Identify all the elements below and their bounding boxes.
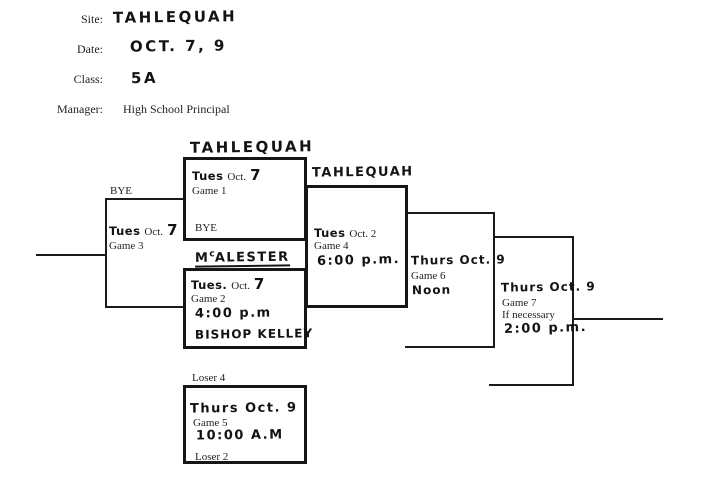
game1-name: Game 1 <box>192 185 227 197</box>
game2-daynum-handwritten: 7 <box>253 275 265 293</box>
game7-name: Game 7 <box>502 297 537 309</box>
date-label: Date: <box>77 42 103 56</box>
game6-top-line <box>407 212 495 214</box>
game4-day-handwritten: Tues <box>314 226 346 240</box>
game4-date-printed: Oct. 2 <box>349 228 377 240</box>
game1-month-printed: Oct. <box>227 171 247 183</box>
game5-loser2-label: Loser 2 <box>195 451 229 463</box>
game7-right-line <box>572 236 574 386</box>
class-label: Class: <box>73 72 103 86</box>
game2-box: Tues. Oct. 7 Game 2 4:00 p.m BISHOP KELL… <box>183 268 313 349</box>
game3-day-handwritten: Tues <box>109 224 141 238</box>
game7-if-necessary-note: If necessary <box>502 309 555 321</box>
game1-box: Tues Oct. 7 Game 1 BYE <box>183 157 307 241</box>
game2-month-printed: Oct. <box>231 280 250 292</box>
game3-winner-line <box>105 306 185 308</box>
game4-date-line: Tues Oct. 2 <box>314 224 376 242</box>
game2-team-handwritten: McALESTER <box>194 249 290 268</box>
game1-team-handwritten: TAHLEQUAH <box>189 137 315 157</box>
game1-bye-label: BYE <box>195 222 217 234</box>
game6-name: Game 6 <box>411 270 446 282</box>
bye-line <box>105 198 185 200</box>
game3-name: Game 3 <box>109 240 144 252</box>
game2-day-handwritten: Tues. <box>191 278 228 292</box>
class-value-handwritten: 5A <box>130 68 159 88</box>
game6-date-handwritten: Thurs Oct. 9 <box>410 252 506 268</box>
game5-name: Game 5 <box>193 417 228 429</box>
game2-team-start: M <box>194 250 210 266</box>
bye-top-label: BYE <box>110 185 132 197</box>
game3-daynum-handwritten: 7 <box>167 221 178 239</box>
game7-time-handwritten: 2:00 p.m. <box>503 319 588 338</box>
game5-loser4-label: Loser 4 <box>192 372 226 384</box>
game7-date-handwritten: Thurs Oct. 9 <box>500 279 596 295</box>
game7-top-line <box>493 236 574 238</box>
game2-time-handwritten: 4:00 p.m <box>194 305 272 322</box>
game5-date-handwritten: Thurs Oct. 9 <box>189 400 298 417</box>
game1-date-line: Tues Oct. 7 <box>192 167 261 185</box>
site-label: Site: <box>80 12 103 26</box>
game1-day-handwritten: Tues <box>192 169 224 183</box>
date-value-handwritten: OCT. 7, 9 <box>129 36 228 56</box>
game4-name: Game 4 <box>314 240 349 252</box>
game6-bottom-line <box>405 346 495 348</box>
game3-bracket-vertical-line <box>105 198 107 308</box>
game6-time-handwritten: Noon <box>411 282 452 298</box>
left-feeder-line <box>36 254 106 256</box>
champion-line <box>573 318 663 320</box>
game4-box: Tues Oct. 2 Game 4 6:00 p.m. <box>305 185 408 308</box>
game3-date-line: Tues Oct. 7 <box>109 222 178 240</box>
game7-bottom-line <box>489 384 574 386</box>
game2-date-line: Tues. Oct. 7 <box>191 276 264 294</box>
game5-time-handwritten: 10:00 A.M <box>195 427 284 444</box>
game5-box: Thurs Oct. 9 Game 5 10:00 A.M Loser 2 <box>183 385 307 464</box>
game2-opponent-handwritten: BISHOP KELLEY <box>194 326 314 342</box>
manager-label: Manager: <box>57 102 103 116</box>
game3-month-printed: Oct. <box>144 226 164 238</box>
site-value-handwritten: TAHLEQUAH <box>112 7 238 27</box>
game6-right-line <box>493 212 495 348</box>
game2-team-end: ALESTER <box>214 249 290 266</box>
manager-value: High School Principal <box>123 102 230 116</box>
game2-name: Game 2 <box>191 293 226 305</box>
game4-time-handwritten: 6:00 p.m. <box>316 251 401 270</box>
game4-team-handwritten: TAHLEQUAH <box>311 164 414 181</box>
game1-daynum-handwritten: 7 <box>250 166 261 184</box>
